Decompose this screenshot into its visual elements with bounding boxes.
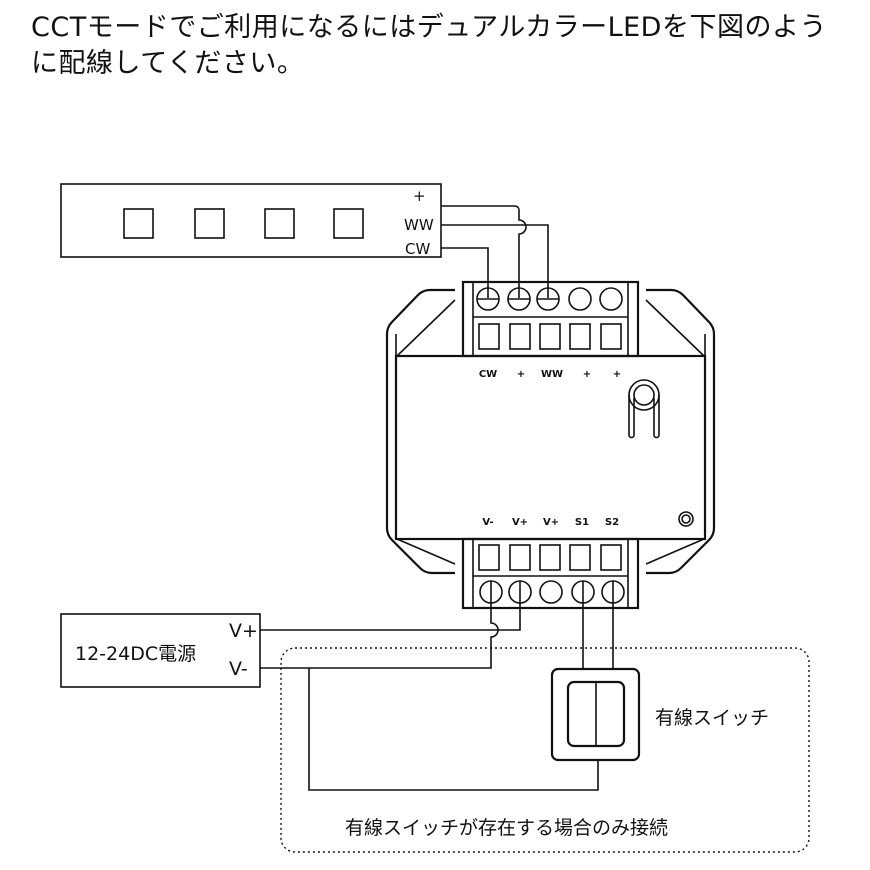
controller-body-left xyxy=(385,288,455,575)
switch-label: 有線スイッチ xyxy=(655,707,769,729)
terminal-label-plus: + xyxy=(517,369,525,380)
switch-plate xyxy=(550,667,641,762)
bottom-screws xyxy=(479,580,625,604)
terminal-label-s1: S1 xyxy=(575,517,589,528)
terminal-screw xyxy=(539,580,563,604)
led-chip xyxy=(333,208,364,239)
terminal-label-cw: CW xyxy=(479,369,497,380)
led-chip xyxy=(123,208,154,239)
bottom-terminal-block xyxy=(461,537,640,610)
terminal-label-vminus: V- xyxy=(482,517,493,528)
optional-wiring-region xyxy=(280,647,810,853)
led-pin-plus-label: + xyxy=(413,187,426,205)
led-chip xyxy=(194,208,225,239)
instruction-text: CCTモードでご利用になるにはデュアルカラーLEDを下図のように配線してください… xyxy=(31,12,827,79)
controller: CW + WW + + V- V+ V+ S1 S2 xyxy=(385,280,716,610)
top-terminal-block xyxy=(461,280,640,358)
wire-vplus xyxy=(260,603,521,631)
terminal-label-ww: WW xyxy=(541,369,563,380)
power-pin-vplus-label: V+ xyxy=(229,620,258,642)
terminal-label-plus: + xyxy=(613,369,621,380)
terminal-label-vplus: V+ xyxy=(512,517,528,528)
terminal-label-vplus: V+ xyxy=(543,517,559,528)
terminal-screw xyxy=(599,287,623,311)
bottom-sockets xyxy=(478,544,622,571)
wire-switch-common xyxy=(308,668,599,791)
wire-ww xyxy=(441,224,549,298)
led-pin-ww-label: WW xyxy=(404,216,434,234)
bottom-terminal-labels: V- V+ V+ S1 S2 xyxy=(482,517,619,528)
power-supply-box xyxy=(60,613,261,688)
controller-body-right xyxy=(646,288,716,575)
top-terminal-labels: CW + WW + + xyxy=(479,369,621,380)
led-strip: + WW CW xyxy=(60,183,442,258)
top-screws xyxy=(476,287,623,311)
power-supply: 12-24DC電源 V+ V- xyxy=(60,613,261,688)
controller-panel xyxy=(394,354,707,541)
led-strip-body xyxy=(60,183,442,258)
antenna-icon xyxy=(628,379,660,439)
power-supply-label: 12-24DC電源 xyxy=(75,643,196,665)
wired-switch: 有線スイッチ xyxy=(550,667,769,762)
terminal-label-s2: S2 xyxy=(605,517,619,528)
terminal-screw xyxy=(568,287,592,311)
led-pin-cw-label: CW xyxy=(405,240,430,258)
led-wires xyxy=(441,205,549,298)
power-pin-vminus-label: V- xyxy=(229,658,248,680)
indicator-led-icon xyxy=(678,511,694,527)
led-chip xyxy=(264,208,295,239)
terminal-label-plus: + xyxy=(583,369,591,380)
optional-note: 有線スイッチが存在する場合のみ接続 xyxy=(345,817,668,839)
power-wires xyxy=(260,603,521,669)
wire-vminus xyxy=(260,603,499,669)
top-sockets xyxy=(478,323,622,350)
wire-plus xyxy=(441,205,527,298)
switch-wires xyxy=(308,603,614,791)
